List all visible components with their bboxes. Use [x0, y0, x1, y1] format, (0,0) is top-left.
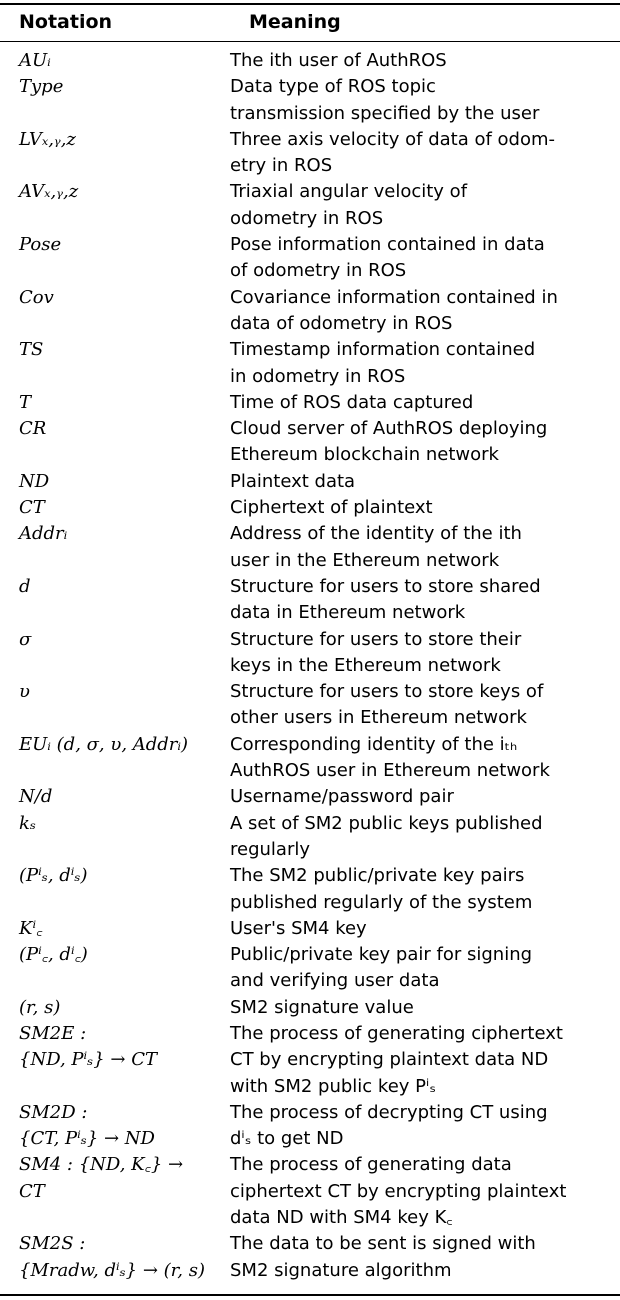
notation-cell: Pose	[19, 234, 62, 256]
meaning-cell: Structure for users to store shared data…	[230, 575, 541, 624]
table-row: (r, s) SM2 signature value	[0, 995, 620, 1021]
notation-cell: T	[19, 391, 32, 413]
notation-cell: υ	[19, 681, 30, 703]
notation-cell: LVₓ,ᵧ,z	[19, 128, 76, 150]
table-row: Addrᵢ Address of the identity of the ith …	[0, 521, 620, 574]
meaning-cell: The ith user of AuthROS	[230, 50, 447, 71]
header-rule	[0, 41, 620, 42]
table-row: CR Cloud server of AuthROS deploying Ethe…	[0, 416, 620, 469]
meaning-cell: Ciphertext of plaintext	[230, 497, 433, 519]
table-row: TS Timestamp information contained in odo…	[0, 337, 620, 390]
meaning-cell: Username/password pair	[230, 786, 454, 808]
table-row: SM2E : {ND, Pⁱₛ} → CT The process of gene…	[0, 1021, 620, 1100]
notation-cell: Cov	[19, 286, 54, 308]
table-row: σ Structure for users to store their keys…	[0, 627, 620, 680]
table-row: AUᵢ The ith user of AuthROS	[0, 48, 620, 74]
notation-cell: Type	[19, 76, 64, 98]
notation-cell: kₛ	[19, 812, 36, 834]
meaning-cell: Timestamp information contained in odome…	[230, 339, 536, 387]
notation-cell: AVₓ,ᵧ,z	[19, 181, 79, 203]
meaning-cell: Structure for users to store keys of oth…	[230, 681, 544, 729]
meaning-cell: Covariance information contained in data…	[230, 286, 558, 334]
meaning-cell: The process of generating data ciphertex…	[230, 1154, 567, 1229]
table-row: (Pⁱ꜀, dⁱ꜀) Public/private key pair for si…	[0, 942, 620, 995]
table-row: kₛ A set of SM2 public keys published reg…	[0, 811, 620, 864]
meaning-cell: A set of SM2 public keys published regul…	[230, 812, 543, 860]
table-row: N/d Username/password pair	[0, 784, 620, 810]
meaning-cell: Cloud server of AuthROS deploying Ethere…	[230, 418, 548, 466]
meaning-cell: Data type of ROS topic transmission spec…	[230, 76, 540, 124]
meaning-cell: Corresponding identity of the iₜₕ AuthRO…	[230, 733, 550, 782]
top-rule	[0, 3, 620, 5]
table-row: AVₓ,ᵧ,z Triaxial angular velocity of odom…	[0, 179, 620, 232]
meaning-cell: The SM2 public/private key pairs publish…	[230, 865, 533, 913]
meaning-cell: Structure for users to store their keys …	[230, 628, 522, 676]
table-row: SM2D : {CT, Pⁱₛ} → ND The process of decr…	[0, 1100, 620, 1153]
notation-cell: SM2S : {Mradw, dⁱₛ} → (r, s)	[19, 1233, 205, 1281]
notation-cell: SM2D : {CT, Pⁱₛ} → ND	[19, 1101, 155, 1150]
table-row: EUᵢ (d, σ, υ, Addrᵢ) Corresponding identi…	[0, 732, 620, 785]
table-row: (Pⁱₛ, dⁱₛ) The SM2 public/private key pai…	[0, 863, 620, 916]
table-body: AUᵢ The ith user of AuthROS Type Data type…	[0, 48, 620, 1284]
meaning-cell: Address of the identity of the ith user …	[230, 523, 522, 571]
notation-cell: Kⁱ꜀	[19, 917, 43, 939]
meaning-cell: Three axis velocity of data of odom- etr…	[230, 128, 556, 177]
meaning-cell: Public/private key pair for signing and …	[230, 944, 533, 992]
notation-cell: CR	[19, 418, 47, 440]
table-row: CT Ciphertext of plaintext	[0, 495, 620, 521]
meaning-cell: Plaintext data	[230, 470, 356, 492]
table-row: LVₓ,ᵧ,z Three axis velocity of data of od…	[0, 127, 620, 180]
notation-cell: CT	[19, 497, 45, 519]
meaning-cell: SM2 signature value	[230, 996, 414, 1018]
notation-cell: Addrᵢ	[19, 523, 68, 545]
notation-cell: d	[19, 575, 31, 597]
table-row: Kⁱ꜀ User's SM4 key	[0, 916, 620, 942]
table-row: Type Data type of ROS topic transmission …	[0, 74, 620, 127]
notation-cell: (r, s)	[19, 996, 61, 1018]
table-row: SM4 : {ND, K꜀} → CT The process of genera…	[0, 1152, 620, 1231]
table-row: T Time of ROS data captured	[0, 390, 620, 416]
notation-cell: SM4 : {ND, K꜀} → CT	[19, 1154, 184, 1202]
notation-cell: EUᵢ (d, σ, υ, Addrᵢ)	[19, 733, 189, 755]
notation-cell: AUᵢ	[19, 50, 51, 71]
meaning-cell: Triaxial angular velocity of odometry in…	[230, 181, 468, 229]
table-row: Cov Covariance information contained in d…	[0, 285, 620, 338]
meaning-header: Meaning	[249, 11, 341, 33]
meaning-cell: Pose information contained in data of od…	[230, 234, 545, 282]
table-row: υ Structure for users to store keys of ot…	[0, 679, 620, 732]
notation-cell: (Pⁱ꜀, dⁱ꜀)	[19, 944, 88, 966]
table-row: ND Plaintext data	[0, 469, 620, 495]
bottom-rule	[0, 1294, 620, 1296]
table-row: SM2S : {Mradw, dⁱₛ} → (r, s) The data to …	[0, 1231, 620, 1284]
table-row: Pose Pose information contained in data o…	[0, 232, 620, 285]
notation-cell: TS	[19, 339, 44, 361]
table-row: d Structure for users to store shared dat…	[0, 574, 620, 627]
notation-cell: ND	[19, 470, 50, 492]
notation-header: Notation	[19, 11, 113, 33]
notation-cell: SM2E : {ND, Pⁱₛ} → CT	[19, 1022, 157, 1071]
meaning-cell: The process of decrypting CT using dⁱₛ t…	[230, 1101, 548, 1150]
meaning-cell: The data to be sent is signed with SM2 s…	[230, 1233, 536, 1281]
notation-cell: (Pⁱₛ, dⁱₛ)	[19, 865, 88, 887]
meaning-cell: The process of generating ciphertext CT …	[230, 1022, 563, 1097]
notation-cell: N/d	[19, 786, 53, 808]
notation-cell: σ	[19, 628, 32, 650]
meaning-cell: User's SM4 key	[230, 917, 367, 939]
meaning-cell: Time of ROS data captured	[230, 391, 474, 413]
